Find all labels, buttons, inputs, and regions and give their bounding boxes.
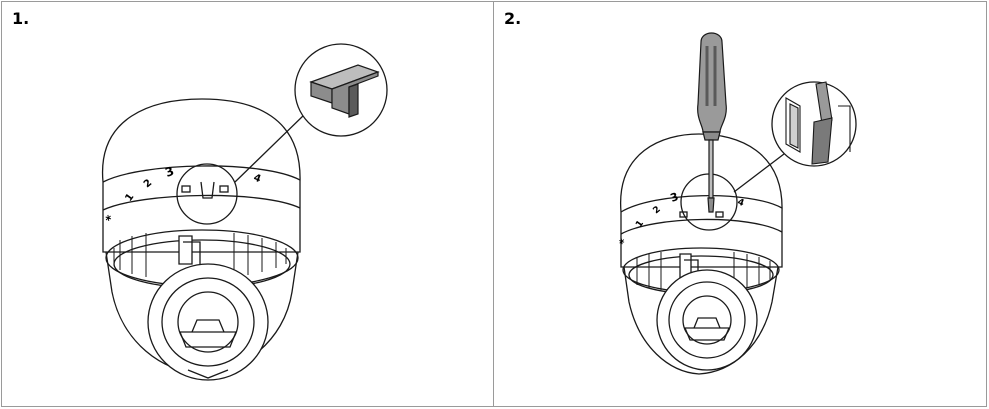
step-1-illustration: * 1 2 3 4: [101, 43, 388, 381]
step-2-illustration: * 1 2 3 4: [617, 32, 857, 375]
thermostat-head: [101, 98, 301, 253]
detail-part: [309, 64, 380, 118]
dial-mark-1: 1: [634, 219, 646, 230]
step-2-panel: 2.: [493, 1, 987, 407]
valve-coupling: [147, 263, 269, 381]
valve-coupling: [656, 269, 758, 371]
dial-mark-3: 3: [669, 190, 681, 205]
thermostat-base: [623, 266, 779, 375]
step-1-label: 1.: [12, 9, 30, 28]
step-2-label: 2.: [504, 9, 522, 28]
dial-mark-4: 4: [736, 197, 745, 209]
dial-mark-star: *: [617, 237, 631, 247]
dial-mark-star: *: [103, 213, 119, 224]
dial-mark-4: 4: [252, 172, 262, 185]
step-1-panel: 1.: [1, 1, 494, 407]
detail-circle-small: [176, 163, 238, 225]
dial-mark-2: 2: [652, 205, 663, 217]
callout-line: [733, 153, 785, 193]
screwdriver-icon: [697, 32, 727, 213]
detail-part: [785, 81, 851, 165]
callout-line: [234, 113, 306, 183]
